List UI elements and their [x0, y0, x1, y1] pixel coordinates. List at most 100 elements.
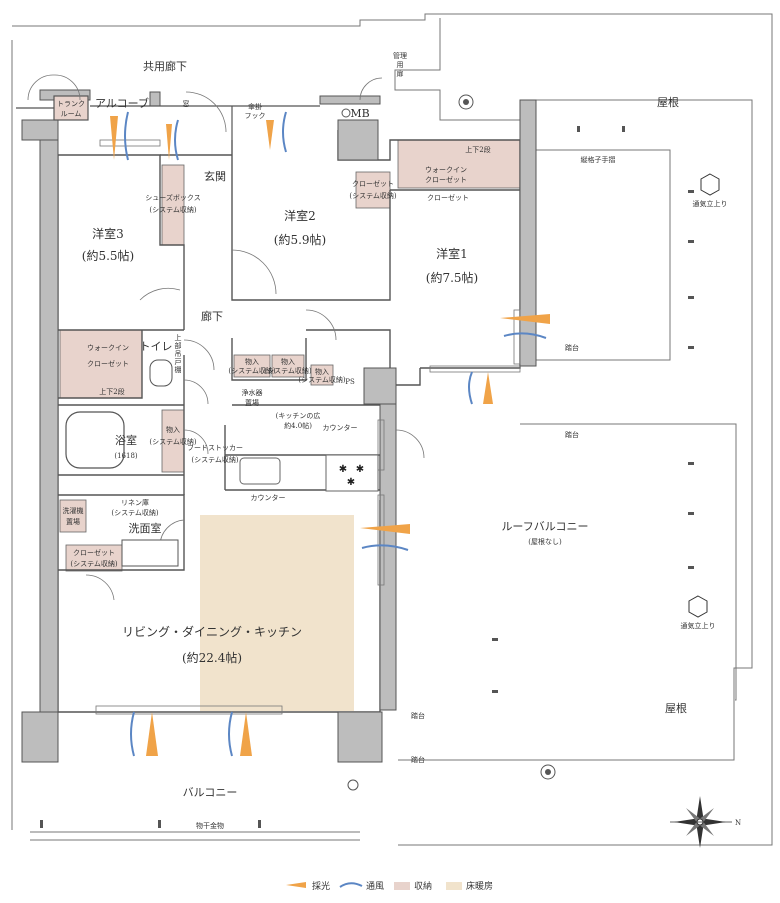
label-yoshitsu2-size: (約5.9帖) [274, 232, 326, 247]
label-fumidai-2: 踏台 [565, 430, 579, 439]
label-fumidai-1: 踏台 [565, 343, 579, 352]
label-monoire-a: 物入 [245, 357, 259, 366]
label-yoshitsu1: 洋室1 [436, 246, 468, 261]
walk-in-closet-1 [397, 139, 521, 189]
label-mb: MB [350, 107, 369, 120]
windows [95, 139, 521, 715]
label-jobu-4: 戸 [175, 358, 182, 366]
label-genkan: 玄関 [204, 169, 226, 183]
label-monoire-c-sub: (システム収納) [298, 375, 346, 384]
label-counter-upper: カウンター [323, 423, 358, 432]
storage-c [310, 364, 334, 386]
label-monoire-bath-1: 物入 [166, 425, 180, 434]
entry-area [16, 95, 320, 140]
legend-wind: 通風 [366, 881, 384, 892]
mb-circle [341, 108, 351, 118]
label-food-2: (システム収納) [191, 455, 239, 464]
label-mado: 窓 [183, 99, 190, 108]
toilet-fixture [149, 359, 173, 387]
label-balcony: バルコニー [183, 786, 238, 799]
storage-a [233, 354, 271, 378]
label-wic3-sub: クローゼット [87, 359, 129, 368]
label-kitchen-size-2: 約4.0帖) [284, 421, 312, 430]
label-sentakuki-1: 洗濯機 [63, 506, 84, 515]
storage-areas [59, 139, 521, 572]
svg-text:✱: ✱ [339, 464, 347, 475]
legend-floor-heat-swatch [446, 882, 462, 890]
roof-outline [11, 13, 773, 846]
label-shoes-box-1: シューズボックス [145, 193, 200, 202]
label-trunk-room-2: ルーム [61, 110, 82, 118]
label-closet3: クローゼット [73, 548, 115, 557]
legend: 採光 通風 収納 床暖房 [286, 880, 493, 892]
roof-drain-bottom [540, 764, 556, 780]
label-yokushitsu: 浴室 [115, 433, 137, 447]
label-monoire-b: 物入 [281, 357, 295, 366]
closet-room2 [355, 171, 391, 209]
label-tsuki-top: 通気立上り [693, 199, 728, 208]
svg-text:✱: ✱ [347, 477, 355, 488]
label-wic3: ウォークイン [87, 344, 129, 352]
label-closet-w2-1: クローゼット [352, 179, 394, 188]
railing-posts [40, 126, 694, 828]
label-fumidai-4: 踏台 [411, 755, 425, 764]
label-counter-lower: カウンター [251, 493, 286, 502]
label-monoire-a-sub: (システム収納) [228, 366, 276, 375]
vent-icon-top [700, 173, 720, 196]
vent-icon-bottom [688, 595, 708, 618]
legend-light: 採光 [312, 880, 330, 892]
label-kanri-3: 扉 [397, 69, 404, 78]
label-toilet: トイレ [140, 340, 173, 353]
label-yane-top: 屋根 [657, 95, 679, 109]
label-yane-bottom: 屋根 [665, 701, 687, 715]
roof-drain-top [458, 94, 474, 110]
bathtub [65, 411, 125, 469]
label-compass-n: N [735, 819, 741, 827]
label-yoshitsu3: 洋室3 [92, 226, 124, 241]
label-kyoyo-roka: 共用廊下 [143, 59, 187, 73]
labels: 共用廊下 アルコーブ トランク ルーム 窓 傘掛 フック MB 管理 用 扉 玄… [57, 51, 741, 830]
label-ldk-size: (約22.4帖) [182, 650, 242, 665]
label-yokushitsu-size: (1618) [114, 452, 138, 460]
label-yoshitsu3-size: (約5.5帖) [82, 248, 134, 263]
structural-walls [21, 89, 537, 763]
label-monoire-b-sub: (システム収納) [264, 366, 312, 375]
legend-wind-swatch [339, 882, 363, 888]
label-shoes-box-2: (システム収納) [149, 205, 197, 214]
floor-heating-area [200, 515, 354, 711]
label-wic1-sub: クローゼット [425, 175, 467, 184]
svg-text:✱: ✱ [356, 464, 364, 475]
compass-icon [670, 796, 732, 848]
label-linen-2: (システム収納) [111, 508, 159, 517]
label-roof-balcony-sub: (屋根なし) [528, 537, 562, 546]
label-closet-w2-2: (システム収納) [349, 191, 397, 200]
label-kasakake-1: 傘掛 [248, 102, 262, 111]
label-roka: 廊下 [201, 309, 223, 323]
shoes-box [161, 164, 185, 246]
label-josuiki-1: 浄水器 [242, 388, 263, 397]
washer-space [59, 499, 87, 533]
label-jobu-3: 吊 [175, 350, 182, 358]
label-wic3-tag: 上下2段 [99, 387, 124, 396]
label-monoire-c: 物入 [315, 367, 329, 376]
label-kanri-1: 管理 [393, 51, 407, 60]
label-jobu-2: 部 [175, 341, 182, 350]
label-wic1-closet: クローゼット [427, 193, 469, 202]
light-arrows [110, 116, 550, 756]
label-trunk-room-1: トランク [57, 100, 85, 108]
label-yoshitsu1-size: (約7.5帖) [426, 270, 478, 285]
label-food-1: フードストッカー [187, 444, 243, 452]
label-wic1: ウォークイン [425, 166, 467, 174]
label-linen-1: リネン庫 [121, 498, 149, 507]
label-ldk: リビング・ダイニング・キッチン [122, 624, 302, 639]
storage-b [271, 354, 305, 378]
label-sentakuki-2: 置場 [66, 517, 80, 526]
legend-storage-swatch [394, 882, 410, 890]
kitchen-fixtures: ✱ ✱ ✱ [239, 454, 379, 492]
label-closet3-sub: (システム収納) [70, 559, 118, 568]
legend-floor-heat: 床暖房 [466, 880, 493, 892]
label-josuiki-2: 置場 [245, 398, 259, 407]
wind-arrows [124, 111, 547, 757]
label-tsuki-bottom: 通気立上り [681, 621, 716, 630]
